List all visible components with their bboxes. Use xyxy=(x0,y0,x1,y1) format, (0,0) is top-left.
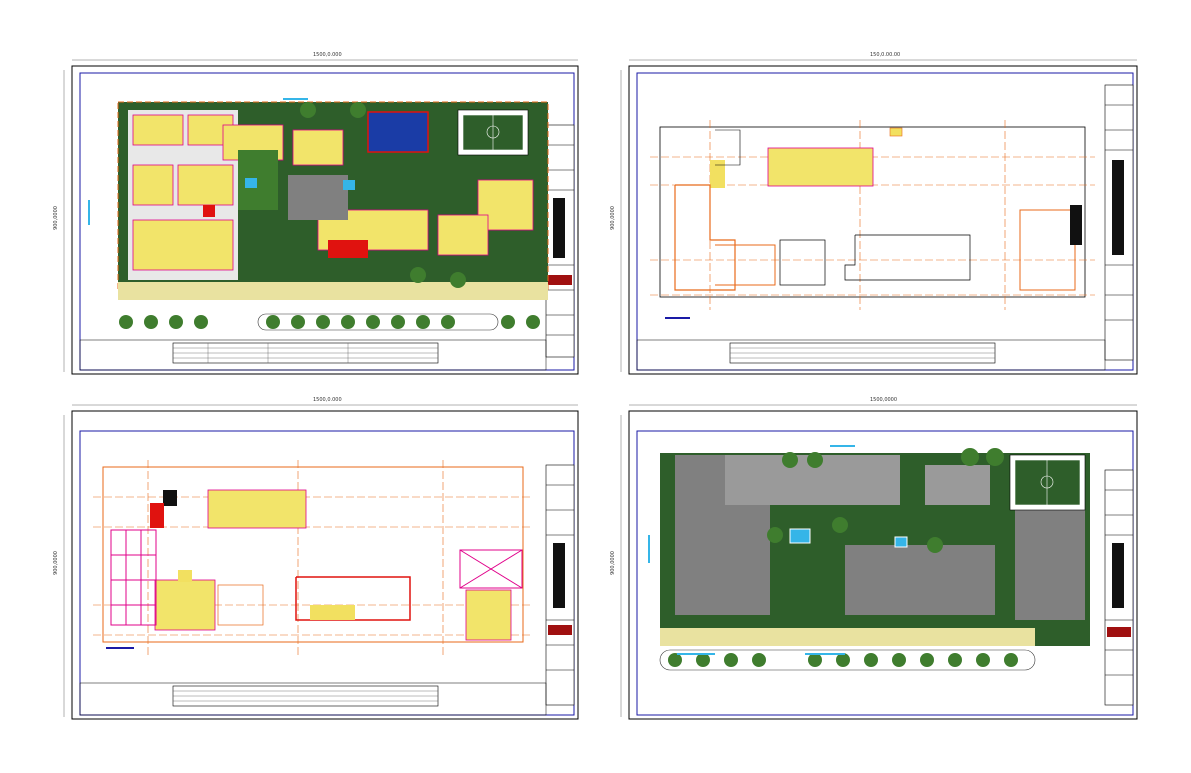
sheet-width-dimension: 1500,0.000 xyxy=(313,397,342,403)
sheet-width-dimension: 150,0.00.00 xyxy=(870,52,901,58)
site-plan-drawing xyxy=(63,59,579,375)
sheet-landscape-plan: 1500,0000 900,0000 xyxy=(610,395,1145,725)
sheet-ground-floor-plan: 1500,0.000 900,0000 xyxy=(53,395,588,725)
sheet-upper-floor-plan: 150,0.00.00 900,0000 xyxy=(610,50,1145,380)
sheet-height-dimension: 900,0000 xyxy=(52,206,59,230)
sheet-height-dimension: 900,0000 xyxy=(609,551,616,575)
sheet-width-dimension: 1500,0.000 xyxy=(313,52,342,58)
sheet-width-dimension: 1500,0000 xyxy=(870,397,898,403)
upper-floor-plan-drawing xyxy=(620,59,1138,375)
sheet-site-plan: 1500,0.000 900,0000 xyxy=(53,50,588,380)
ground-floor-plan-drawing xyxy=(63,404,579,720)
sheet-height-dimension: 900,0000 xyxy=(609,206,616,230)
sheet-height-dimension: 900,0000 xyxy=(52,551,59,575)
landscape-plan-drawing xyxy=(620,404,1138,720)
